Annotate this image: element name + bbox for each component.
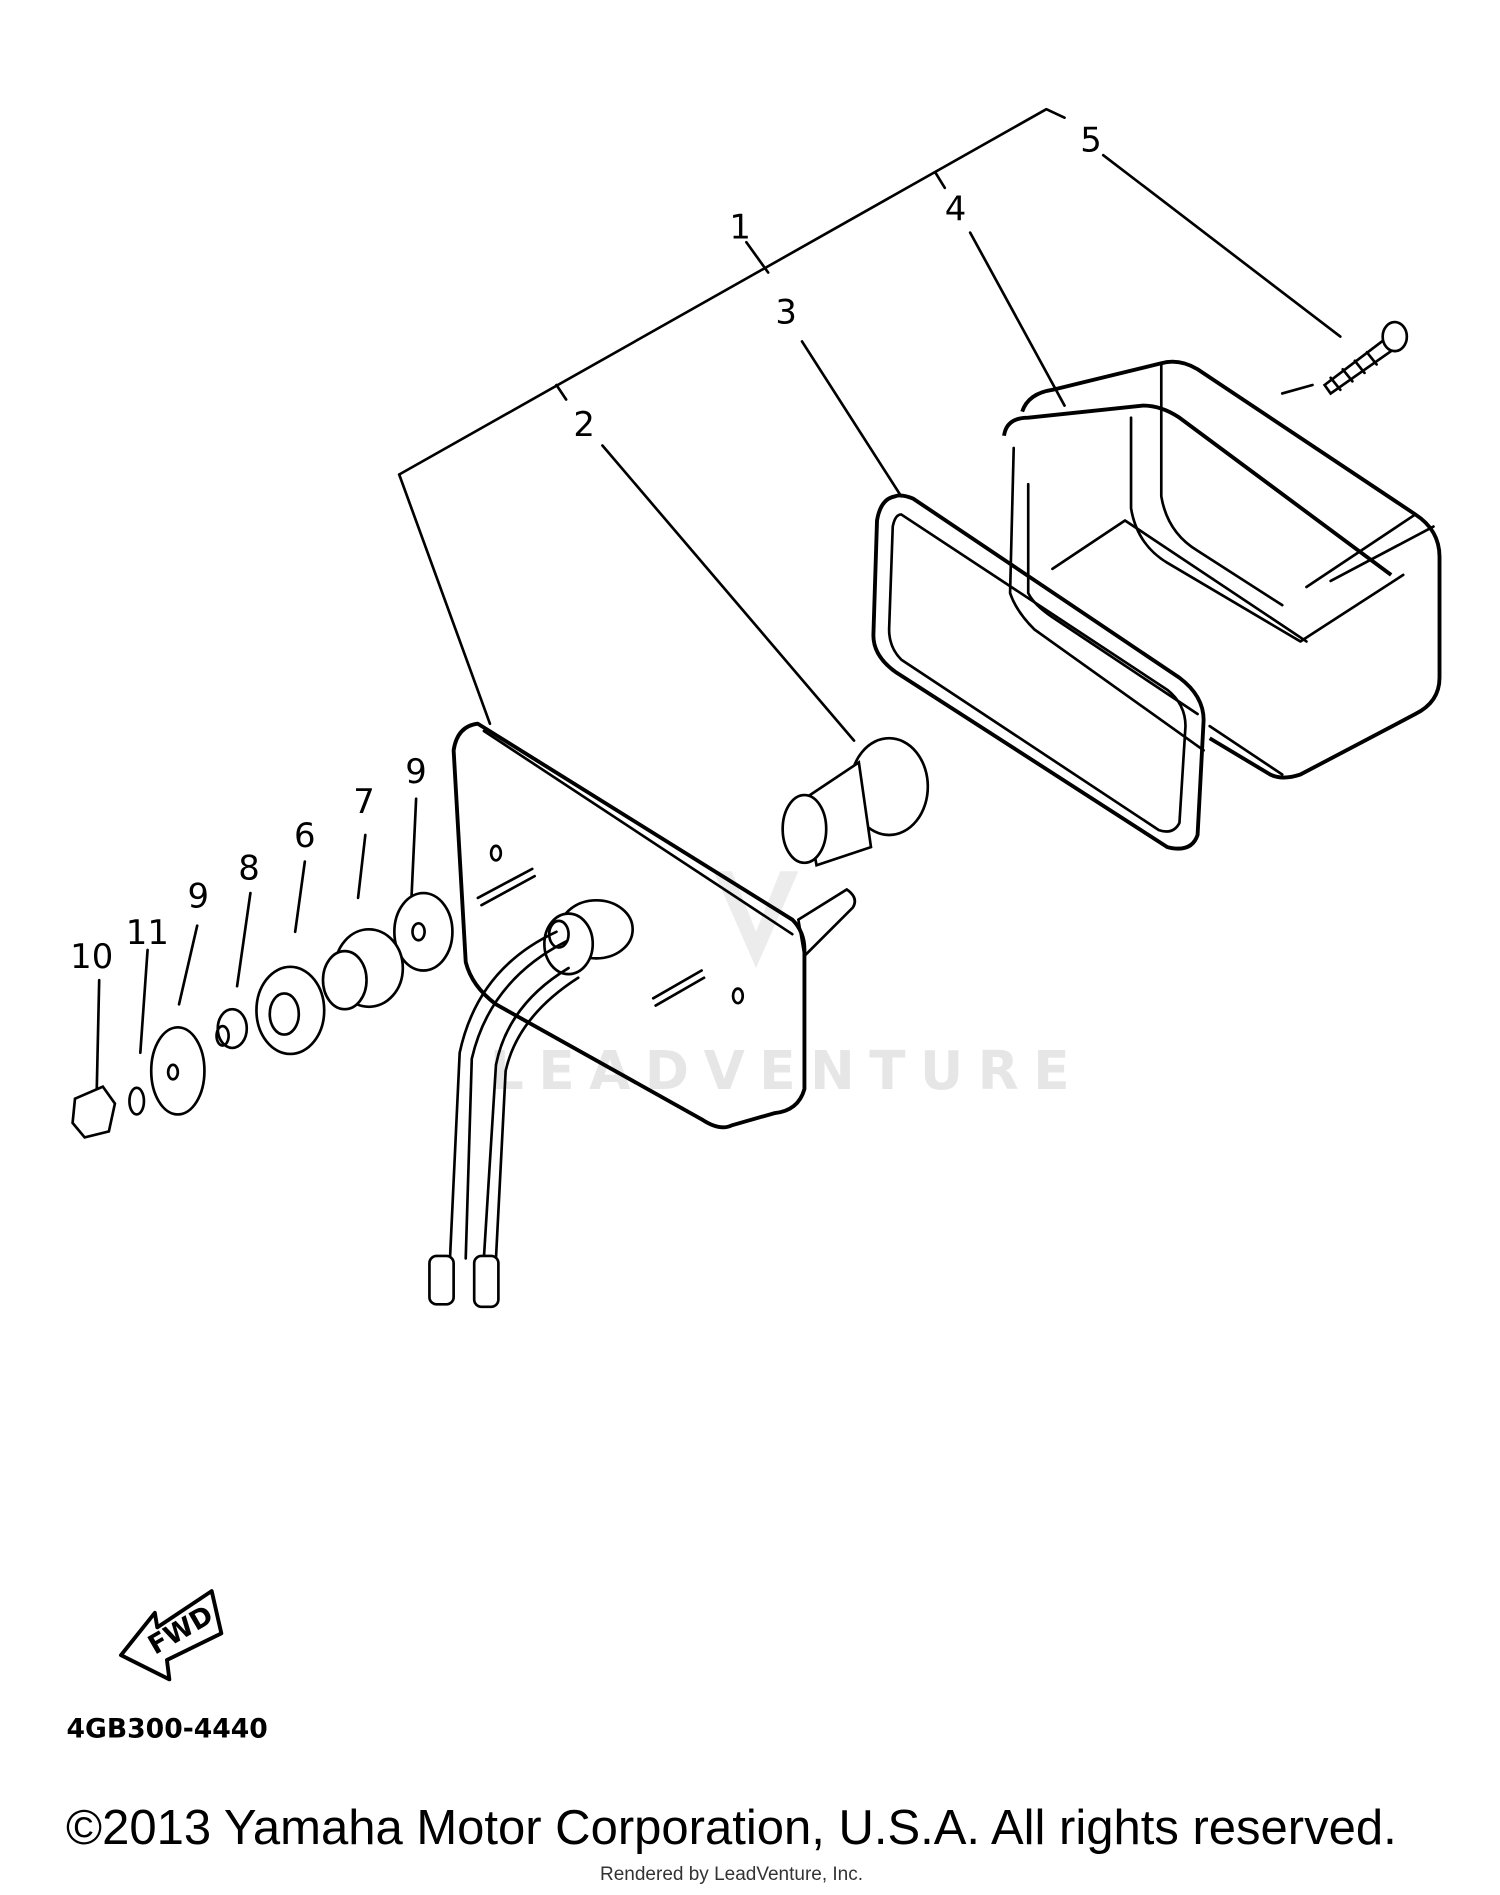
callout-6: 6 bbox=[294, 816, 316, 855]
callout-9a: 9 bbox=[405, 752, 427, 791]
spacer-8 bbox=[216, 1007, 249, 1050]
callout-8: 8 bbox=[238, 849, 260, 888]
callout-4: 4 bbox=[945, 189, 967, 228]
callout-1: 1 bbox=[729, 208, 751, 247]
callout-10: 10 bbox=[70, 937, 113, 976]
watermark-text: LEADVENTURE bbox=[490, 1040, 1084, 1102]
callout-3: 3 bbox=[775, 292, 797, 331]
leadventure-watermark: LEADVENTURE bbox=[490, 871, 1084, 1102]
hardware bbox=[71, 891, 454, 1139]
callout-2: 2 bbox=[573, 405, 595, 444]
callout-labels: 1 2 3 4 5 6 7 8 9 9 10 11 bbox=[70, 121, 1102, 977]
callout-11: 11 bbox=[126, 913, 169, 952]
rendered-by-note: Rendered by LeadVenture, Inc. bbox=[600, 1864, 864, 1885]
leader-lines bbox=[95, 107, 1342, 1091]
base-plate bbox=[451, 721, 857, 1130]
nut-10 bbox=[71, 1084, 117, 1139]
copyright-notice: ©2013 Yamaha Motor Corporation, U.S.A. A… bbox=[66, 1801, 1397, 1855]
lock-washer-11 bbox=[128, 1086, 146, 1116]
figure-code: 4GB300-4440 bbox=[67, 1713, 268, 1744]
screw bbox=[1322, 320, 1409, 396]
wire-harness bbox=[428, 930, 580, 1309]
lens-housing bbox=[1002, 359, 1442, 780]
callout-9b: 9 bbox=[188, 877, 210, 916]
gasket bbox=[871, 493, 1206, 851]
bulb bbox=[781, 736, 930, 867]
fwd-arrow-icon: FWD bbox=[119, 1589, 224, 1682]
collar-6 bbox=[255, 965, 326, 1056]
callout-5: 5 bbox=[1080, 121, 1102, 160]
callout-7: 7 bbox=[353, 782, 375, 821]
